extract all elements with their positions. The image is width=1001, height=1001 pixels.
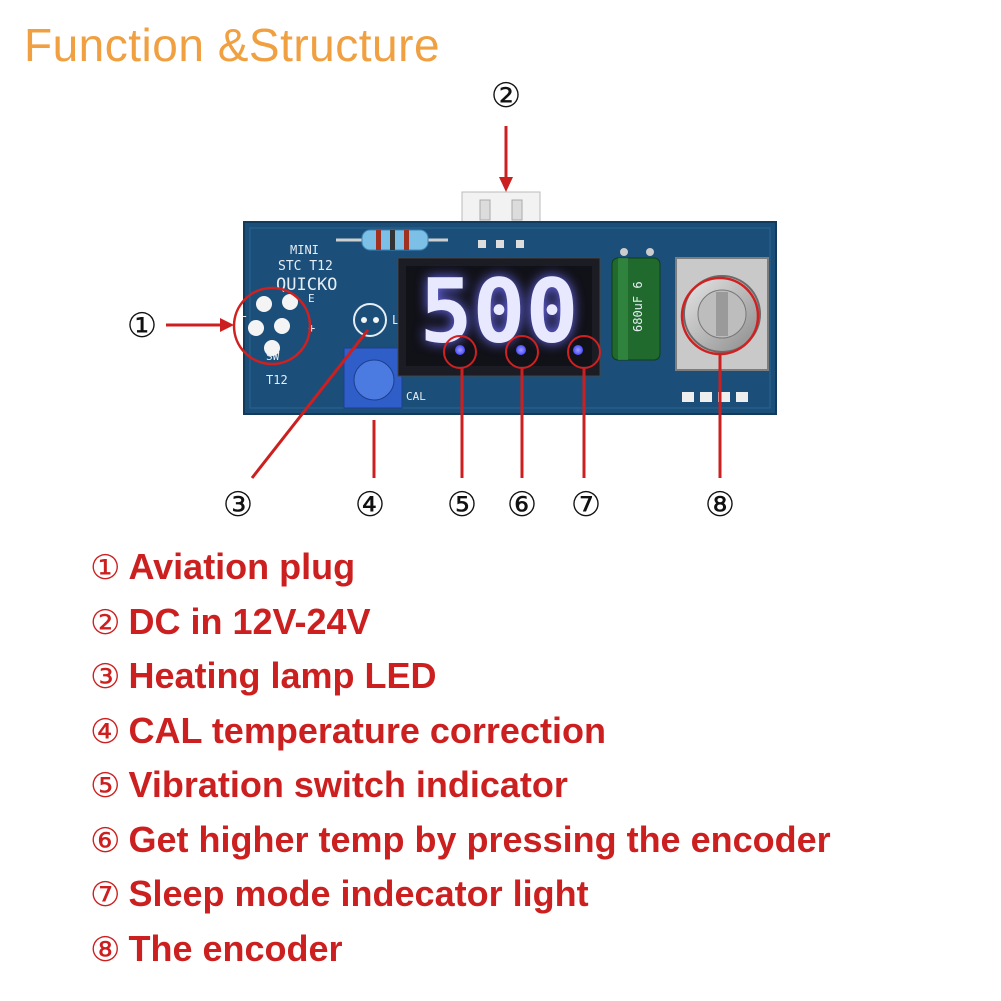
board-diagram: MINI STC T12 QUICKO E T12 SW CAL - + L 5… (127, 76, 777, 525)
page-title: Function &Structure (24, 19, 441, 71)
silk-e-label: E (308, 292, 315, 305)
callout-label-3: ③ (223, 485, 253, 525)
silk-plug-label: T12 (266, 373, 288, 387)
callout-label-8: ⑧ (705, 485, 735, 525)
callout-label-5: ⑤ (447, 485, 477, 525)
callout-label-6: ⑥ (507, 485, 537, 525)
legend-number: ② (90, 602, 121, 643)
rotary-encoder (675, 257, 769, 371)
silk-model-line2: STC T12 (278, 259, 333, 274)
legend-number: ⑦ (90, 875, 121, 915)
legend-number: ③ (90, 657, 121, 697)
legend-number: ④ (90, 711, 121, 752)
silk-capacitor-label: 680uF 6 (631, 281, 645, 332)
legend-text: DC in 12V-24V (128, 600, 371, 642)
legend-text: Aviation plug (128, 546, 356, 587)
silk-cal-label: CAL (406, 390, 426, 403)
silk-model-line1: MINI (290, 243, 319, 257)
display-decimal-points (455, 345, 583, 355)
legend-number: ⑤ (90, 766, 121, 806)
aviation-plug-pads (248, 294, 298, 356)
display-module (397, 257, 601, 377)
resistor (336, 229, 448, 251)
silk-l-label: L (392, 313, 399, 327)
heating-led (353, 303, 387, 337)
header-pins (478, 240, 748, 402)
callout-label-1: ① (127, 306, 157, 346)
legend-text: Heating lamp LED (128, 655, 437, 696)
legend-number: ⑧ (90, 929, 121, 970)
callout-label-2: ② (491, 76, 521, 116)
silk-plus: + (308, 321, 315, 335)
cal-potentiometer (343, 347, 403, 409)
silk-brand: QUICKO (276, 275, 337, 295)
display-digits: 500 (420, 260, 579, 363)
callout-arrows (166, 126, 722, 479)
legend-number: ⑥ (90, 820, 121, 861)
legend-text: Sleep mode indecator light (128, 873, 589, 914)
callout-label-7: ⑦ (571, 485, 601, 525)
legend-number: ① (90, 548, 121, 588)
silk-minus: - (241, 309, 248, 323)
callout-circle-5 (443, 335, 477, 369)
legend-text: Get higher temp by pressing the encoder (128, 818, 831, 860)
legend-text: CAL temperature correction (128, 709, 606, 751)
legend-text: The encoder (128, 927, 343, 969)
callout-circle-1 (232, 286, 312, 366)
legend-text: Vibration switch indicator (128, 764, 568, 805)
callout-label-4: ④ (355, 485, 385, 525)
capacitor (611, 248, 661, 361)
